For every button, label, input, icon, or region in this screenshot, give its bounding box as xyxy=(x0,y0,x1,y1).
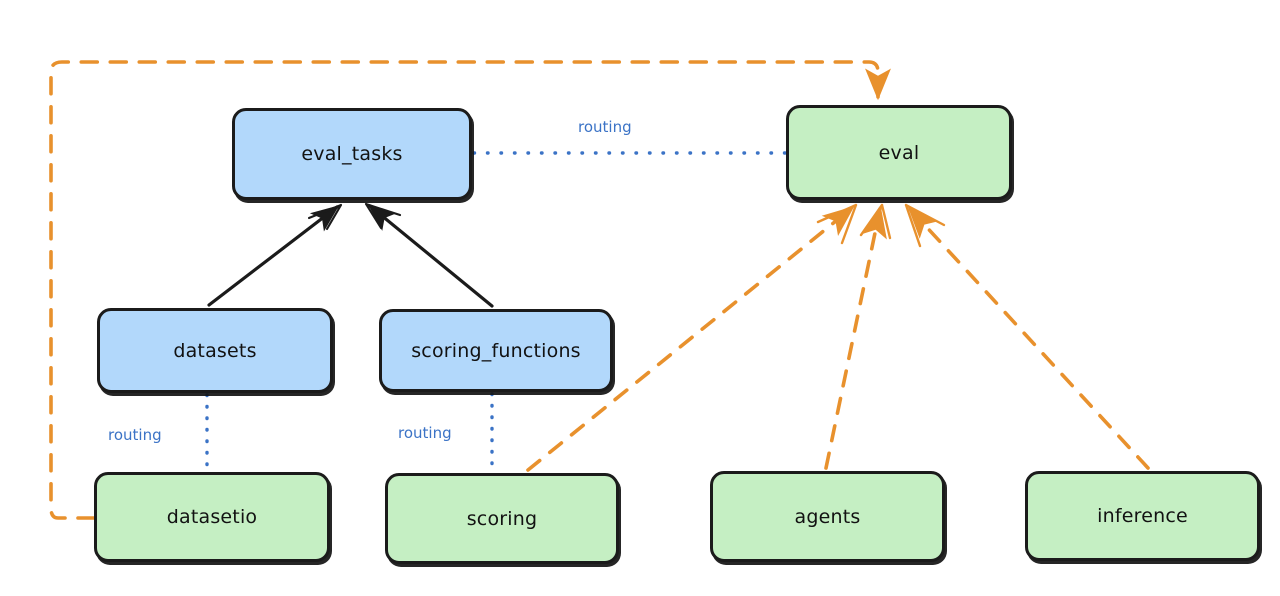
edge-scoring-to-eval xyxy=(526,205,855,472)
node-datasets[interactable]: datasets xyxy=(97,308,333,393)
node-label-datasets: datasets xyxy=(173,339,257,362)
edge-scoring-arrow-barb xyxy=(816,203,858,245)
edge-datasets-arrow-barb xyxy=(307,203,343,231)
node-eval-tasks[interactable]: eval_tasks xyxy=(232,108,472,200)
node-label-scoring: scoring xyxy=(466,507,538,530)
edge-inference-to-eval xyxy=(907,206,1150,470)
node-scoring[interactable]: scoring xyxy=(385,473,619,564)
node-label-scoring-functions: scoring_functions xyxy=(411,339,581,362)
edge-label-routing-scoring-functions-scoring: routing xyxy=(398,424,452,442)
node-agents[interactable]: agents xyxy=(710,471,945,562)
edge-scoring-functions-to-eval-tasks xyxy=(367,204,494,308)
edge-datasetio-to-eval xyxy=(49,60,891,520)
edge-inference-arrow-barb xyxy=(904,203,946,248)
edge-datasets-to-eval-tasks xyxy=(207,205,340,307)
node-label-eval-tasks: eval_tasks xyxy=(301,143,403,165)
node-label-eval: eval xyxy=(878,141,920,164)
edge-agents-arrow-barb xyxy=(859,203,892,240)
node-inference[interactable]: inference xyxy=(1025,471,1260,561)
node-label-agents: agents xyxy=(794,505,861,528)
node-label-datasetio: datasetio xyxy=(166,506,258,528)
node-eval[interactable]: eval xyxy=(786,105,1012,200)
node-scoring-functions[interactable]: scoring_functions xyxy=(379,309,613,392)
edge-agents-to-eval xyxy=(824,205,887,470)
node-label-inference: inference xyxy=(1097,505,1188,527)
node-datasetio[interactable]: datasetio xyxy=(94,472,330,562)
edge-scoring-functions-arrow-barb xyxy=(364,202,402,230)
edge-label-routing-datasets-datasetio: routing xyxy=(108,426,162,444)
edge-label-routing-eval-tasks-eval: routing xyxy=(578,118,632,136)
